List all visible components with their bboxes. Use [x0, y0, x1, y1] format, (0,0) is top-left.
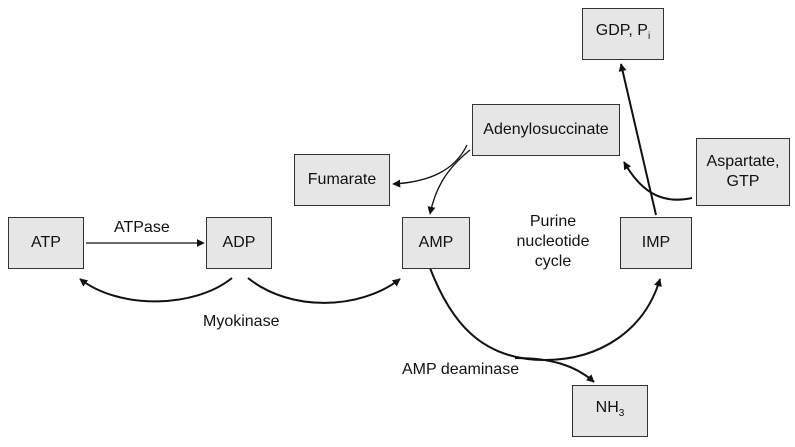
aspartate-arrow	[623, 161, 693, 201]
gdp-text: GDP, P	[595, 21, 648, 39]
amp-deaminase-arrow	[429, 267, 662, 362]
adenylosuccinate-to-fumarate-arrow	[392, 144, 468, 188]
fumarate-box: Fumarate	[294, 154, 390, 206]
aspartate-gtp-box: Aspartate, GTP	[696, 138, 790, 206]
adenylosuccinate-to-amp-arrow	[427, 149, 471, 215]
atp-box: ATP	[8, 217, 84, 269]
myokinase-arrow-to-atp	[79, 277, 233, 303]
gdp-pi-box: GDP, Pi	[582, 8, 664, 60]
gdp-subscript: i	[647, 31, 651, 43]
cycle-line-purine: Purine	[529, 213, 577, 230]
nh3-subscript: 3	[618, 408, 625, 420]
atp-label: ATP	[31, 234, 61, 251]
nh3-box: NH3	[572, 385, 648, 437]
amp-label: AMP	[418, 234, 454, 251]
cycle-line-nucleotide: nucleotide	[516, 233, 590, 250]
aspartate-label: Aspartate,	[706, 153, 780, 170]
imp-label: IMP	[641, 234, 671, 251]
nh3-arrow	[514, 357, 595, 383]
nh-text: NH	[595, 398, 619, 416]
adp-box: ADP	[206, 217, 272, 269]
amp-box: AMP	[402, 217, 470, 269]
nh3-label: NH3	[596, 398, 625, 424]
purine-nucleotide-cycle-label: Purine nucleotide cycle	[498, 212, 608, 272]
fumarate-label: Fumarate	[307, 171, 377, 188]
cycle-line-cycle: cycle	[534, 253, 572, 270]
atpase-label: ATPase	[114, 219, 170, 236]
adp-label: ADP	[222, 234, 256, 251]
gtp-label: GTP	[726, 173, 760, 190]
myokinase-arrow-to-amp	[247, 277, 401, 304]
gdp-pi-label: GDP, Pi	[596, 21, 650, 47]
myokinase-label: Myokinase	[203, 313, 280, 330]
amp-deaminase-label: AMP deaminase	[402, 361, 520, 378]
adenylosuccinate-label: Adenylosuccinate	[483, 121, 609, 138]
adenylosuccinate-box: Adenylosuccinate	[472, 104, 620, 156]
imp-to-gdp-arrow	[618, 63, 657, 216]
imp-box: IMP	[620, 217, 692, 269]
